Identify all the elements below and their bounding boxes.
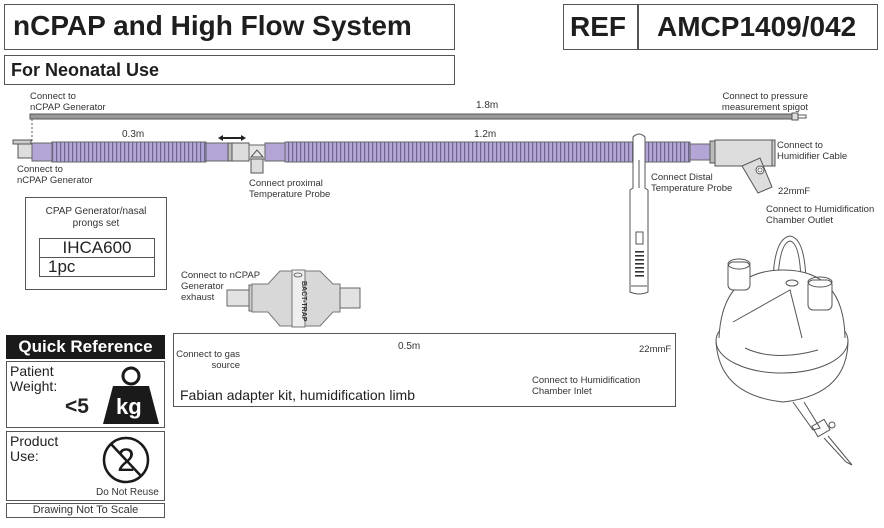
package-title: CPAP Generator/nasal prongs set: [45, 206, 147, 229]
ref-divider: [637, 5, 639, 49]
long-limb-length: 1.2m: [474, 129, 497, 140]
patient-weight-label: Patient Weight:: [10, 363, 58, 394]
page-title: nCPAP and High Flow System: [13, 10, 412, 41]
product-use-panel: Product Use: 2 Do Not Reuse: [6, 431, 165, 501]
short-limb: [31, 141, 233, 163]
fabian-kit-title: Fabian adapter kit, humidification limb: [180, 387, 416, 403]
pressure-line-length: 1.8m: [476, 100, 499, 111]
quick-reference-heading: Quick Reference: [6, 335, 165, 359]
short-limb-length: 0.3m: [122, 129, 145, 140]
weight-value: <5: [65, 395, 89, 418]
pressure-line: [29, 112, 807, 143]
gas-source-label: Connect to gas source: [176, 349, 240, 371]
patient-weight-panel: Patient Weight: <5 kg: [6, 361, 165, 428]
weight-unit: kg: [116, 394, 142, 419]
double-arrow-icon: [218, 135, 246, 141]
distal-probe-label: Connect Distal Temperature Probe: [651, 172, 733, 194]
generator-connector: [12, 139, 33, 159]
ref-code: AMCP1409/042: [657, 11, 857, 42]
pressure-line-generator-label: Connect to nCPAP Generator: [30, 91, 106, 113]
humidifier-cable-label: Connect to Humidifier Cable: [777, 140, 848, 162]
humidification-chamber: [715, 235, 853, 466]
long-limb: [264, 141, 711, 163]
subtitle-box: For Neonatal Use: [4, 55, 455, 85]
package-code: IHCA600: [39, 238, 155, 258]
do-not-reuse-caption: Do Not Reuse: [96, 487, 159, 498]
drawing-scale-note: Drawing Not To Scale: [6, 503, 165, 518]
ref-label: REF: [570, 11, 626, 42]
filter-label: Connect to nCPAP Generator exhaust: [181, 270, 261, 303]
proximal-probe-label: Connect proximal Temperature Probe: [249, 178, 331, 200]
do-not-reuse-icon: 2: [102, 436, 150, 484]
pressure-spigot-label: Connect to pressure measurement spigot: [721, 91, 808, 113]
proximal-probe-port: [231, 142, 266, 174]
fabian-kit-box: Fabian adapter kit, humidification limb: [173, 333, 676, 407]
generator-connect-label: Connect to nCPAP Generator: [17, 164, 93, 186]
humidifier-elbow: [709, 139, 776, 194]
product-use-label: Product Use:: [10, 433, 59, 464]
weight-icon: [103, 366, 159, 424]
chamber-inlet-label: Connect to Humidification Chamber Inlet: [532, 375, 641, 397]
fabian-tube-length: 0.5m: [398, 341, 421, 352]
inlet-size-label: 22mmF: [639, 344, 672, 355]
ref-box: REF AMCP1409/042: [563, 4, 878, 50]
chamber-outlet-label: Connect to Humidification Chamber Outlet: [766, 204, 875, 226]
page-subtitle: For Neonatal Use: [11, 60, 160, 80]
package-box: CPAP Generator/nasal prongs set IHCA600 …: [25, 197, 167, 290]
title-box: nCPAP and High Flow System: [4, 4, 455, 50]
bacteria-filter: BACT-TRAP: [226, 269, 361, 328]
package-quantity: 1pc: [39, 257, 155, 277]
probe-clip: [629, 133, 649, 295]
filter-brand-text: BACT-TRAP: [300, 281, 307, 322]
outlet-size-label: 22mmF: [778, 186, 811, 197]
